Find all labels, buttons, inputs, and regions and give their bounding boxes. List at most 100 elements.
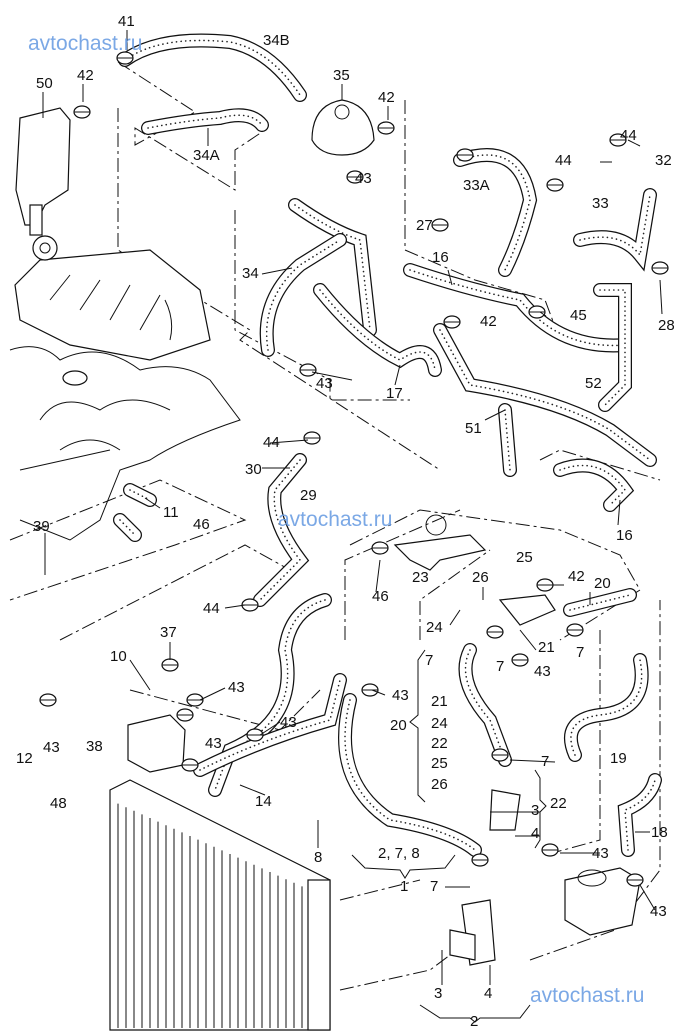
hose	[433, 323, 657, 467]
watermark: avtochast.ru	[28, 32, 142, 55]
callout-label: 8	[314, 849, 322, 866]
hose	[458, 643, 512, 767]
group-bracket	[534, 769, 547, 849]
leader-line	[239, 784, 266, 796]
hose	[593, 283, 632, 412]
callout-label: 43	[392, 687, 409, 704]
hose	[259, 233, 347, 357]
callout-label: 27	[416, 217, 433, 234]
callout-label: 33	[592, 195, 609, 212]
callout-label: 43	[316, 375, 333, 392]
callout-label: 34	[242, 265, 259, 282]
hose-clamp	[541, 843, 559, 857]
leader-line	[519, 629, 537, 651]
oil-cooler	[564, 867, 641, 936]
hose-clamp	[486, 625, 504, 639]
callout-label: 3	[434, 985, 442, 1002]
callout-label: 44	[555, 152, 572, 169]
callout-label: 24	[426, 619, 443, 636]
callout-label: 24	[431, 715, 448, 732]
leader-line	[311, 371, 353, 381]
callout-label: 43	[650, 903, 667, 920]
hose-clamp	[431, 218, 449, 232]
callout-label: 7	[430, 878, 438, 895]
callout-label: 43	[280, 714, 297, 731]
leader-lines	[42, 30, 663, 1023]
callout-label: 35	[333, 67, 350, 84]
callout-label: 16	[432, 249, 449, 266]
hose	[313, 283, 442, 377]
reservoir-left	[127, 714, 186, 773]
leader-line	[509, 759, 556, 763]
hose-clamp	[609, 133, 627, 147]
coolant-flange-lower	[449, 899, 496, 966]
callout-label: 38	[86, 738, 103, 755]
group-bracket	[351, 854, 456, 879]
thermostat-housing	[393, 514, 487, 571]
hose-clamp	[511, 653, 529, 667]
leader-line	[144, 497, 161, 509]
callout-label: 43	[228, 679, 245, 696]
hose	[123, 483, 157, 507]
callout-label: 45	[570, 307, 587, 324]
coolant-expansion-tank-50	[15, 107, 71, 236]
hose-clamp	[361, 683, 379, 697]
leader-line	[617, 499, 621, 526]
hose-clamp	[116, 51, 134, 65]
hose	[113, 513, 142, 542]
hose	[573, 188, 657, 272]
hose-clamp	[456, 148, 474, 162]
callout-label: 42	[568, 568, 585, 585]
callout-label: 29	[300, 487, 317, 504]
callout-label: 42	[378, 89, 395, 106]
hose	[288, 198, 377, 337]
hose-clamp	[471, 853, 489, 867]
leader-line	[539, 311, 547, 317]
callout-label: 43	[355, 170, 372, 187]
callout-label: 4	[531, 825, 539, 842]
callout-label: 22	[431, 735, 448, 752]
leader-line	[394, 364, 401, 386]
hose-clamp	[161, 658, 179, 672]
hose-clamp	[651, 261, 669, 275]
hose-clamp	[346, 170, 364, 184]
leader-line	[447, 269, 453, 286]
hose	[253, 453, 310, 607]
callout-label: 17	[386, 385, 403, 402]
group-bracket	[419, 1004, 531, 1023]
callout-label: 21	[538, 639, 555, 656]
callout-label: 42	[480, 313, 497, 330]
callout-label: 18	[651, 824, 668, 841]
callout-label: 44	[263, 434, 280, 451]
callout-label: 50	[36, 75, 53, 92]
hose-clamp	[39, 693, 57, 707]
callout-label: 34B	[263, 32, 290, 49]
callout-label: 37	[160, 624, 177, 641]
hose	[563, 588, 637, 617]
callout-label: 41	[118, 13, 135, 30]
callout-label: 20	[594, 575, 611, 592]
callout-label: 51	[465, 420, 482, 437]
callout-label: 26	[472, 569, 489, 586]
group-bracket	[409, 649, 426, 803]
callout-label: 2, 7, 8	[378, 845, 420, 862]
hose	[193, 673, 347, 777]
callout-label: 21	[431, 693, 448, 710]
hose	[553, 458, 635, 512]
callout-label: 10	[110, 648, 127, 665]
callout-label: 12	[16, 750, 33, 767]
hose-clamp	[528, 305, 546, 319]
callout-label: 46	[372, 588, 389, 605]
callout-label: 23	[412, 569, 429, 586]
leader-line	[129, 659, 151, 691]
callout-label: 7	[496, 658, 504, 675]
hose-clamp	[73, 105, 91, 119]
callout-label: 30	[245, 461, 262, 478]
hose	[338, 693, 482, 857]
callout-label: 43	[592, 845, 609, 862]
leader-line	[449, 609, 461, 626]
watermark: avtochast.ru	[278, 508, 392, 531]
callout-label: 43	[205, 735, 222, 752]
leader-line	[371, 689, 386, 696]
